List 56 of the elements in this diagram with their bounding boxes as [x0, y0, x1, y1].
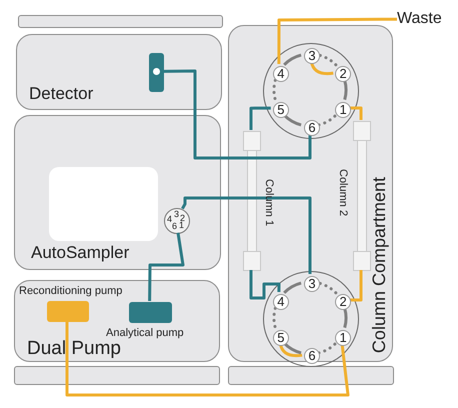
valve-channel [272, 306, 277, 330]
valve-channel [343, 80, 348, 100]
sample-tray-window [49, 167, 158, 241]
valve-port: 6 [304, 348, 320, 364]
port-number: 4 [167, 215, 172, 224]
port-number: 2 [180, 214, 186, 223]
valve-port: 1 [335, 102, 352, 118]
valve-channel [317, 114, 338, 126]
valve-channel [343, 308, 348, 328]
tubing-line [162, 70, 312, 160]
valve-channel [283, 54, 302, 66]
injection-valve [164, 208, 190, 234]
valve-channel [317, 282, 338, 294]
module-title: Detector [29, 85, 94, 102]
valve-port: 3 [304, 276, 320, 292]
detector-module [16, 34, 222, 110]
tubing-line [148, 232, 184, 302]
tubing-line [250, 106, 271, 130]
tubing-line [181, 196, 312, 274]
column-label: Column 1 [263, 179, 274, 226]
valve-channel [283, 114, 302, 126]
flow-cell [149, 53, 164, 92]
valve-channel [283, 282, 302, 294]
valve-port: 4 [272, 66, 289, 82]
valve-port: 3 [304, 48, 320, 64]
port-number: 1 [179, 221, 184, 230]
tubing-line [349, 106, 362, 120]
pump-label: Reconditioning pump [19, 286, 122, 297]
valve-channel [317, 54, 338, 66]
valve-channel [310, 62, 334, 76]
switching-valve [263, 271, 359, 367]
valve-channel [272, 78, 277, 102]
column-label: Column 2 [337, 169, 348, 216]
waste-label: Waste [397, 9, 455, 29]
module-title: Dual Pump [27, 339, 121, 358]
valve-port: 5 [272, 330, 289, 346]
valve-port: 5 [272, 102, 289, 118]
valve-port: 2 [335, 294, 352, 310]
module-title: Column Compartment [370, 176, 388, 353]
module-title: AutoSampler [31, 244, 130, 261]
valve-port: 4 [272, 294, 289, 310]
tubing-line [277, 18, 397, 64]
port-number: 6 [172, 222, 178, 231]
dual-pump-module [14, 280, 220, 362]
valve-port: 2 [335, 66, 352, 82]
tubing-line [349, 270, 362, 302]
pump-label: Analytical pump [106, 328, 184, 339]
valve-port: 1 [335, 330, 352, 346]
valve-port: 6 [304, 120, 320, 136]
autosampler-module [14, 115, 221, 270]
valve-channel [283, 342, 302, 354]
valve-channel [317, 342, 338, 354]
valve-channel [278, 344, 302, 358]
tubing-line [66, 321, 350, 396]
tubing-line [250, 270, 280, 300]
port-number: 3 [174, 210, 180, 219]
